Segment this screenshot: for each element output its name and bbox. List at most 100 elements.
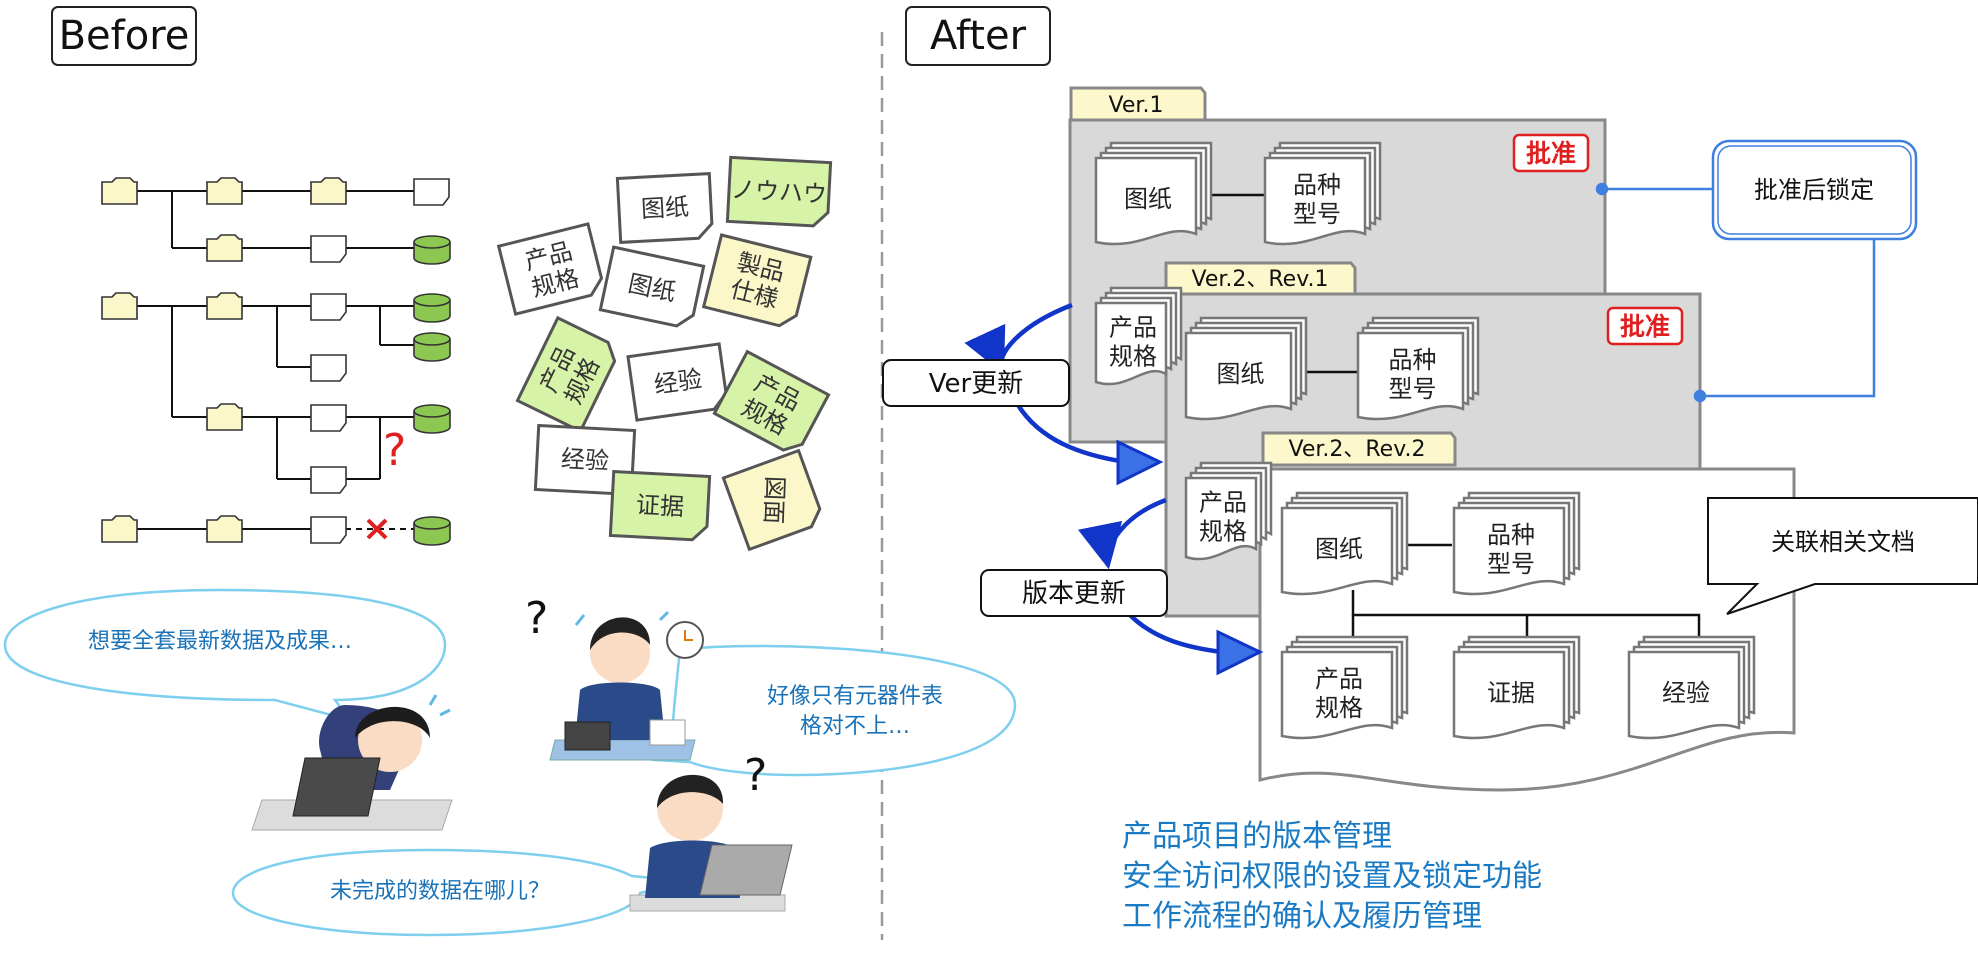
speech-text: 好像只有元器件表 格对不上… [766, 684, 943, 739]
files [310, 178, 450, 544]
document-label: 产品规格 [1199, 489, 1247, 546]
folder-tree [137, 190, 414, 530]
sticky-note: ノウハウ [725, 155, 833, 228]
revision-update-label-box [980, 569, 1168, 617]
lock-connectors [1595, 182, 1876, 403]
sticky-note-text: 经验 [560, 445, 609, 475]
document-stack: 图纸 [1184, 316, 1308, 421]
file-icon [310, 404, 347, 432]
sticky-note: 产品规格 [712, 349, 831, 452]
database-icon [413, 235, 451, 265]
document-label: 证据 [1487, 679, 1535, 707]
worker-man-laptop-illustration [629, 774, 793, 912]
document-stack: 产品规格 [1280, 635, 1409, 740]
ver-update-label: Ver更新 [929, 369, 1023, 399]
document-stacks: 图纸品种型号产品规格图纸品种型号产品规格图纸品种型号产品规格证据经验 [1094, 141, 1756, 740]
database-icon [413, 332, 451, 362]
approved-stamp [1512, 133, 1590, 173]
sticky-note: 図面 [721, 448, 822, 552]
file-icon [310, 516, 347, 544]
broken-link-x-icon [366, 518, 388, 540]
document-label: 经验 [1662, 679, 1710, 707]
question-mark: ? [525, 593, 549, 644]
speech-text: 未完成的数据在哪儿？ [329, 879, 550, 904]
document-label: 品种型号 [1293, 171, 1341, 228]
document-stack: 品种型号 [1452, 491, 1581, 596]
folder-icon [206, 292, 243, 320]
revision-update-label: 版本更新 [1022, 579, 1126, 609]
databases [413, 235, 451, 546]
folder-icon [101, 515, 138, 543]
related-docs-callout [1707, 497, 1978, 615]
sticky-note: 证据 [608, 469, 712, 542]
sticky-note-text: 经验 [652, 365, 703, 399]
sticky-note: 图纸 [598, 245, 706, 328]
document-stack: 品种型号 [1356, 316, 1480, 421]
after-heading: After [905, 6, 1051, 66]
version-tab-label: Ver.2、Rev.2 [1288, 437, 1425, 462]
revision-update-arrow-lower [1128, 613, 1223, 655]
sticky-note: 经验 [626, 342, 728, 422]
approved-stamp-text: 批准 [1526, 139, 1576, 168]
file-icon [310, 293, 347, 321]
file-icon [310, 466, 347, 494]
speech-text: 想要全套最新数据及成果… [87, 629, 352, 654]
question-mark-red: ? [383, 425, 407, 476]
folder-icon [310, 177, 347, 205]
before-heading: Before [51, 6, 197, 66]
sticky-note-text: 证据 [635, 491, 684, 521]
document-label: 产品规格 [1109, 314, 1157, 371]
ver-update-label-box [882, 359, 1070, 407]
speech-bubbles [3, 588, 1017, 937]
related-docs-text: 关联相关文档 [1771, 528, 1915, 556]
summary-item: 产品项目的版本管理 [1122, 819, 1392, 854]
document-label: 图纸 [1124, 185, 1172, 213]
sticky-note-text: 图纸 [640, 193, 689, 223]
database-icon [413, 404, 451, 434]
document-label: 图纸 [1217, 360, 1265, 388]
worker-man-phone-illustration [549, 610, 704, 761]
summary-list: 产品项目的版本管理 安全访问权限的设置及锁定功能 工作流程的确认及履历管理 [1122, 817, 1542, 937]
document-stack: 品种型号 [1263, 141, 1382, 246]
database-icon [413, 516, 451, 546]
folder-icon [101, 292, 138, 320]
document-stack: 图纸 [1280, 491, 1409, 596]
folder-icon [206, 177, 243, 205]
question-mark: ? [744, 750, 768, 801]
approved-stamp-text: 批准 [1620, 312, 1670, 341]
document-label: 产品规格 [1315, 665, 1363, 722]
document-stack: 产品规格 [1184, 461, 1273, 561]
document-stack: 产品规格 [1094, 286, 1183, 386]
document-stack: 证据 [1452, 635, 1581, 740]
document-label: 图纸 [1315, 535, 1363, 563]
ver-update-arrow-lower [1016, 403, 1127, 465]
folder-icon [206, 515, 243, 543]
file-icon [310, 354, 347, 382]
sticky-note: 图纸 [615, 172, 714, 244]
document-stack: 图纸 [1094, 141, 1213, 246]
version-tab-label: Ver.1 [1109, 93, 1164, 118]
file-icon [413, 178, 450, 206]
approved-stamp [1606, 306, 1684, 346]
speech-bubble [231, 848, 691, 937]
summary-item: 安全访问权限的设置及锁定功能 [1122, 859, 1542, 894]
document-stack: 经验 [1627, 635, 1756, 740]
folder-icon [206, 403, 243, 431]
speech-bubble [3, 588, 447, 723]
sticky-note-text: ノウハウ [730, 176, 827, 209]
sticky-note: 产品规格 [496, 222, 604, 316]
folder-icon [206, 234, 243, 262]
folder-icon [101, 177, 138, 205]
revision-update-arrow [1078, 497, 1167, 570]
lock-callout-text: 批准后锁定 [1754, 176, 1874, 204]
folders [101, 177, 347, 543]
document-label: 品种型号 [1389, 346, 1437, 403]
scattered-notes: 图纸 ノウハウ 产品规格 图纸 製品仕様 产品规格 经验 产品规格 [496, 155, 833, 552]
version-panel-3: Ver.2、Rev.2 [1258, 431, 1796, 792]
summary-item: 工作流程的确认及履历管理 [1122, 899, 1482, 934]
document-label: 品种型号 [1487, 521, 1535, 578]
update-arrows [964, 302, 1264, 676]
sticky-note: 产品规格 [515, 315, 617, 434]
version-tab-label: Ver.2、Rev.1 [1191, 267, 1328, 292]
